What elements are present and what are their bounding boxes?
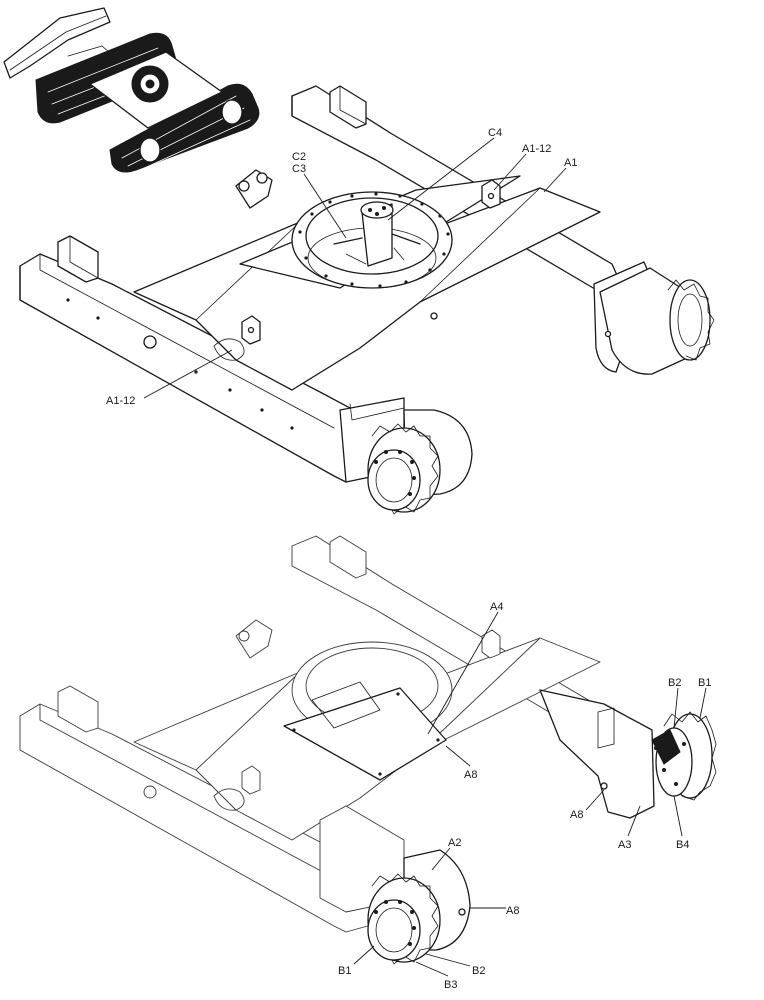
ring-bolts (298, 192, 450, 288)
cover-plate-a4 (283, 687, 447, 781)
callout-a8-plate: A8 (464, 769, 477, 781)
motor-cover-a3 (539, 689, 655, 819)
leader-lines (143, 137, 707, 977)
front-drive-sprocket (367, 409, 473, 515)
callout-c3: C3 (292, 163, 306, 175)
callout-a8-right: A8 (570, 809, 583, 821)
callout-c4: C4 (488, 127, 502, 139)
inset-undercarriage-view (3, 7, 260, 173)
callout-b4: B4 (676, 839, 689, 851)
center-swivel-joint (333, 201, 421, 267)
upper-track-frame (19, 85, 715, 515)
callout-b1-front: B1 (338, 965, 351, 977)
callout-a1-12-left: A1-12 (106, 395, 135, 407)
callout-a8-front: A8 (506, 905, 519, 917)
callout-a1-12-top: A1-12 (522, 143, 551, 155)
callout-b1-right: B1 (698, 677, 711, 689)
callout-a4: A4 (490, 601, 503, 613)
callout-b3: B3 (444, 979, 457, 991)
lower-highlighted-parts (283, 681, 717, 965)
callout-a3: A3 (618, 839, 631, 851)
callout-b2-right: B2 (668, 677, 681, 689)
callout-a1: A1 (564, 157, 577, 169)
callout-a2: A2 (448, 837, 461, 849)
rear-idler-sprocket (593, 261, 715, 375)
callout-c2: C2 (292, 151, 306, 163)
callout-labels: C4 A1-12 A1 C2 C3 A1-12 A4 A8 B2 B1 A8 A… (106, 127, 711, 991)
callout-b2-front: B2 (472, 965, 485, 977)
